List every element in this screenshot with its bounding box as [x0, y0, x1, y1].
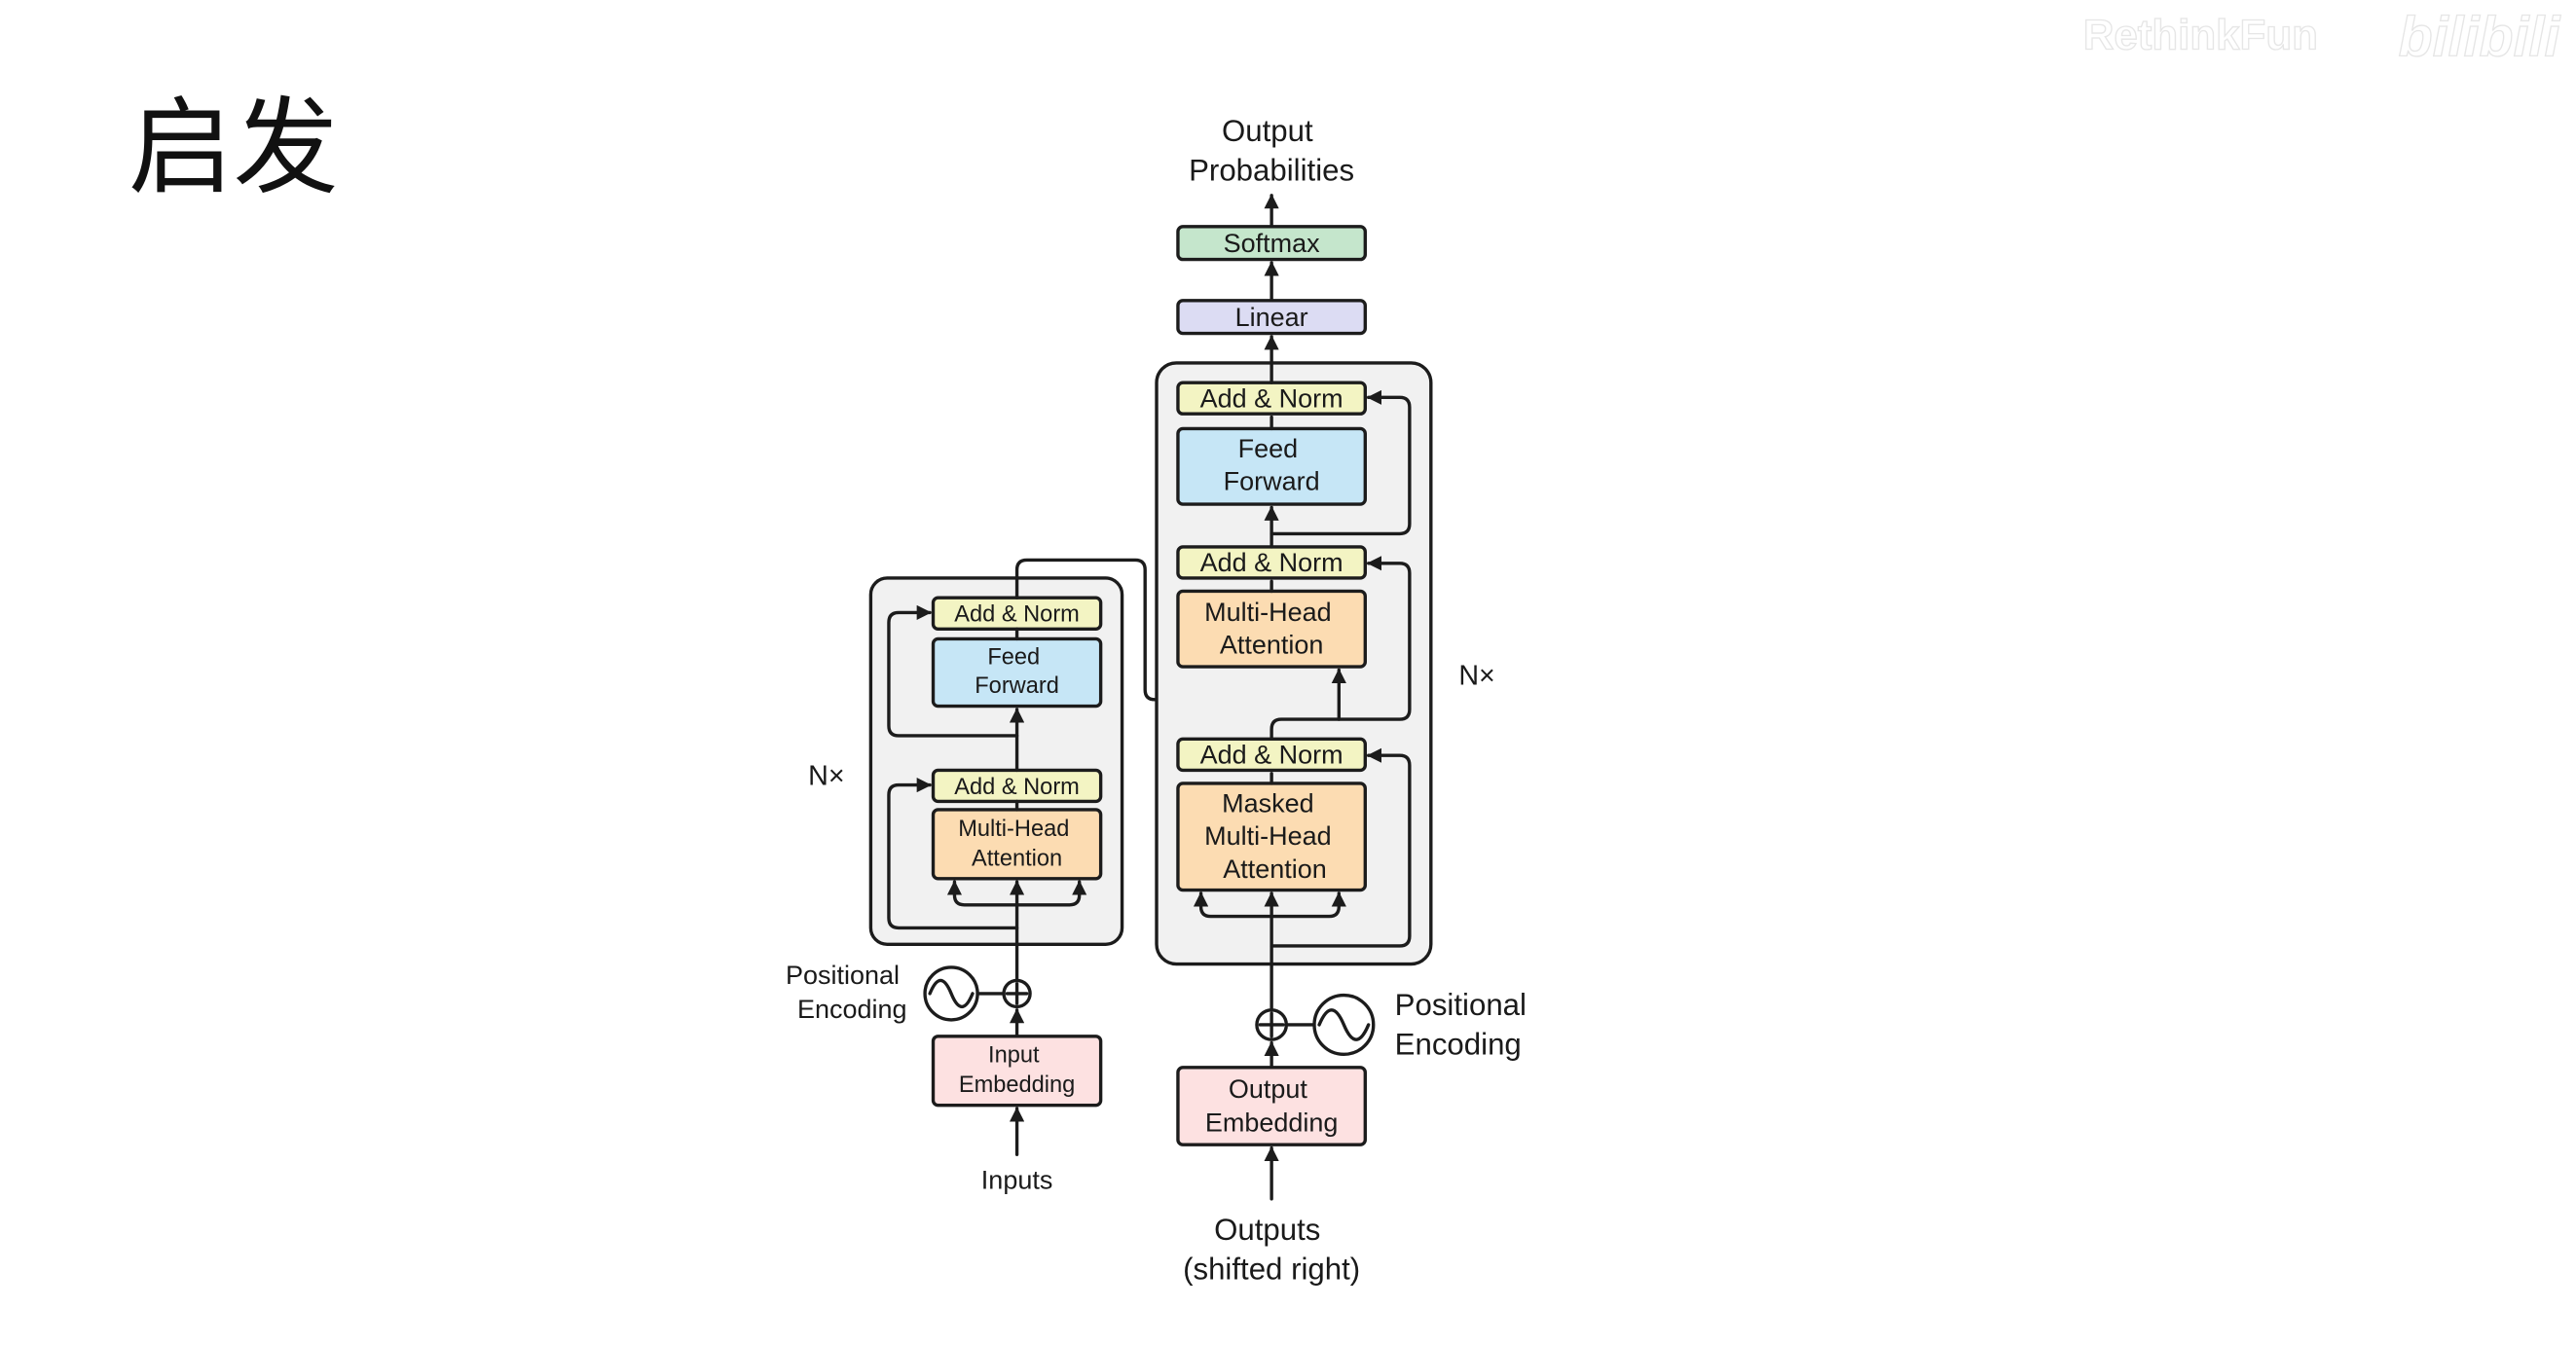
decoder-residual-ff-arrow [1270, 389, 1412, 536]
encoder-residual-ff-arrow [887, 604, 1019, 738]
watermark-channel: RethinkFun [2083, 12, 2318, 59]
decoder-positional-encoding-line-2: Encoding [1395, 1027, 1522, 1061]
encoder-feed-forward-line-1: Feed [987, 645, 1040, 671]
encoder-attention-value-arrow [1014, 880, 1087, 907]
encoder-add-norm-bottom-label: Add & Norm [954, 775, 1080, 800]
decoder-masked-attention-label: Masked Multi-Head Attention [1204, 788, 1339, 883]
decoder-sine-wave-curve [1317, 1008, 1371, 1041]
encoder-repeat-label: N× [808, 761, 844, 792]
decoder-cross-attention-line-1: Multi-Head [1204, 598, 1331, 627]
decoder-feed-forward-label: Feed Forward [1224, 434, 1320, 496]
decoder-positional-encoding-label: Positional Encoding [1395, 988, 1535, 1061]
output-embedding-line-1: Output [1229, 1074, 1308, 1104]
watermark-platform-logo: bilibili [2399, 6, 2561, 68]
encoder-positional-encoding-line-2: Encoding [797, 995, 907, 1024]
decoder-residual-cross-arrow [1270, 556, 1412, 742]
input-embedding-label: Input Embedding [959, 1043, 1075, 1098]
softmax-label: Softmax [1224, 229, 1320, 258]
encoder-add-icon-cross [1005, 982, 1029, 1005]
decoder: Add & Norm Feed Forward Add & Norm Multi… [1155, 361, 1535, 1287]
output-probabilities-label: Output Probabilities [1189, 114, 1354, 187]
decoder-cross-attention-label: Multi-Head Attention [1204, 598, 1339, 660]
output-head: Linear Softmax Output Probabilities [1176, 114, 1367, 384]
encoder-residual-attention-arrow [887, 777, 1019, 930]
decoder-add-norm-top-label: Add & Norm [1200, 383, 1343, 413]
encoder-attention-label: Multi-Head Attention [958, 817, 1076, 871]
decoder-cross-attention-line-2: Attention [1220, 631, 1324, 660]
encoder-attention-line-2: Attention [972, 846, 1062, 871]
encoder-sine-wave-curve [928, 978, 975, 1009]
slide-title: 启发 [129, 88, 339, 209]
decoder-positional-encoding-line-1: Positional [1395, 988, 1527, 1022]
decoder-add-norm-middle-label: Add & Norm [1200, 548, 1343, 577]
input-embedding-line-1: Input [988, 1043, 1040, 1069]
decoder-masked-value-arrow [1270, 891, 1346, 919]
encoder-add-norm-top-label: Add & Norm [954, 602, 1080, 628]
outputs-label-line-1: Outputs [1214, 1213, 1320, 1247]
decoder-add-icon-cross [1258, 1011, 1285, 1038]
decoder-repeat-label: N× [1458, 661, 1494, 692]
output-embedding-label: Output Embedding [1205, 1074, 1339, 1138]
encoder-feed-forward-label: Feed Forward [975, 645, 1059, 700]
decoder-masked-attention-line-2: Multi-Head [1204, 821, 1331, 851]
encoder: Add & Norm Feed Forward Add & Norm Multi… [786, 576, 1124, 1195]
decoder-residual-masked-arrow [1270, 747, 1412, 948]
outputs-label: Outputs (shifted right) [1183, 1213, 1360, 1286]
encoder-attention-key-arrow [946, 880, 1019, 907]
watermark: RethinkFun bilibili [2082, 6, 2561, 69]
output-probabilities-line-1: Output [1222, 114, 1313, 148]
decoder-feed-forward-line-1: Feed [1238, 434, 1299, 463]
encoder-feed-forward-line-2: Forward [975, 673, 1059, 699]
encoder-positional-encoding-label: Positional Encoding [786, 961, 907, 1024]
decoder-feed-forward-line-2: Forward [1224, 467, 1320, 496]
output-embedding-line-2: Embedding [1205, 1109, 1339, 1138]
output-probabilities-line-2: Probabilities [1189, 154, 1354, 188]
decoder-masked-key-arrow [1193, 891, 1273, 919]
encoder-stack [868, 576, 1124, 946]
input-embedding-line-2: Embedding [959, 1072, 1075, 1098]
encoder-positional-encoding-line-1: Positional [786, 961, 900, 990]
decoder-masked-attention-line-1: Masked [1222, 788, 1313, 818]
outputs-label-line-2: (shifted right) [1183, 1253, 1360, 1287]
inputs-label: Inputs [981, 1166, 1053, 1195]
encoder-attention-line-1: Multi-Head [958, 817, 1069, 842]
decoder-add-norm-bottom-label: Add & Norm [1200, 741, 1343, 770]
linear-label: Linear [1235, 303, 1308, 332]
decoder-masked-attention-line-3: Attention [1223, 854, 1327, 884]
